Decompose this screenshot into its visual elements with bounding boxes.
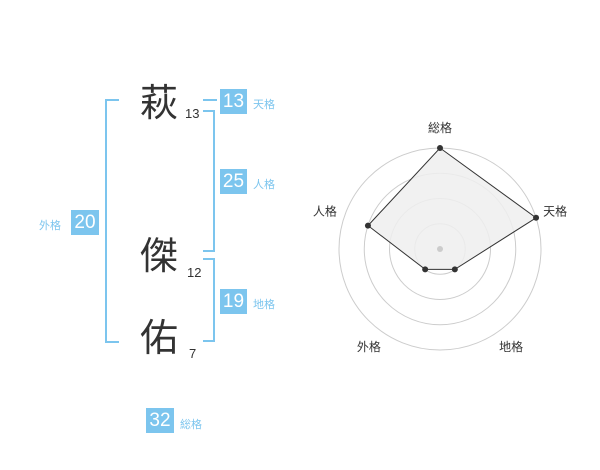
radar-point-3 xyxy=(451,266,458,273)
jinkaku-value: 25 xyxy=(220,169,247,194)
soukaku-label: 総格 xyxy=(180,418,202,431)
name-char-2-strokes: 12 xyxy=(187,265,202,280)
tenkaku-label: 天格 xyxy=(253,98,275,111)
name-char-3-strokes: 7 xyxy=(189,346,197,361)
chikaku-bracket xyxy=(203,258,215,342)
name-char-3: 佑 xyxy=(139,316,178,360)
tenkaku-bracket xyxy=(203,99,217,101)
radar-point-4 xyxy=(422,266,429,273)
tenkaku-value: 13 xyxy=(220,89,247,114)
radar-axis-label-2: 天格 xyxy=(543,204,567,219)
gaikaku-value: 20 xyxy=(71,210,99,235)
jinkaku-label: 人格 xyxy=(253,178,275,191)
chikaku-value: 19 xyxy=(220,289,247,314)
radar-point-2 xyxy=(533,214,540,221)
gaikaku-label: 外格 xyxy=(39,219,61,232)
radar-axis-label-1: 総格 xyxy=(428,120,452,135)
radar-point-1 xyxy=(437,145,443,151)
jinkaku-bracket xyxy=(203,110,215,252)
radar-point-5 xyxy=(364,222,371,229)
name-char-2: 傑 xyxy=(139,234,178,278)
chikaku-label: 地格 xyxy=(253,298,275,311)
soukaku-value: 32 xyxy=(146,408,174,433)
radar-axis-label-3: 地格 xyxy=(499,339,523,354)
gaikaku-bracket xyxy=(105,99,119,343)
radar-axis-label-4: 外格 xyxy=(357,339,381,354)
radar-area xyxy=(367,147,537,270)
radar-center-point xyxy=(437,246,443,252)
name-char-1-strokes: 13 xyxy=(185,106,200,121)
name-char-1: 萩 xyxy=(139,81,178,125)
radar-axis-label-5: 人格 xyxy=(313,204,337,219)
